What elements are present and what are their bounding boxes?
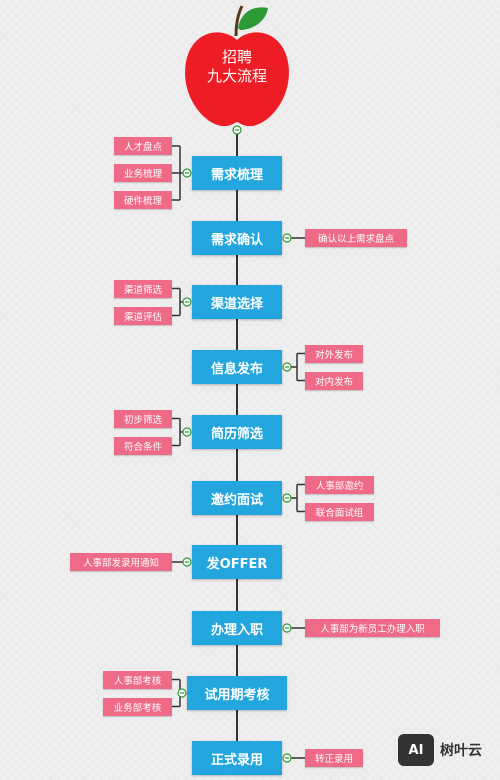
apple-stem bbox=[234, 5, 244, 37]
collapse-toggle[interactable] bbox=[282, 362, 292, 372]
diagram-title: 招聘 九大流程 bbox=[185, 48, 289, 86]
apple-shape bbox=[185, 5, 289, 127]
collapse-toggle[interactable] bbox=[282, 233, 292, 243]
step-node[interactable]: 试用期考核 bbox=[187, 676, 287, 710]
step-node[interactable]: 发OFFER bbox=[192, 545, 282, 579]
title-line-1: 招聘 bbox=[221, 48, 252, 66]
step-node[interactable]: 需求确认 bbox=[192, 221, 282, 255]
step-node[interactable]: 正式录用 bbox=[192, 741, 282, 775]
sub-item-tag[interactable]: 对内发布 bbox=[305, 371, 363, 390]
collapse-toggle[interactable] bbox=[182, 427, 192, 437]
sub-item-tag[interactable]: 确认以上需求盘点 bbox=[305, 229, 407, 247]
sub-item-tag[interactable]: 人事部邀约 bbox=[305, 475, 374, 494]
sub-item-tag[interactable]: 人事部考核 bbox=[103, 670, 172, 689]
sub-item-tag[interactable]: 联合面试组 bbox=[305, 502, 374, 521]
sub-item-tag[interactable]: 转正录用 bbox=[305, 749, 363, 767]
collapse-toggles bbox=[177, 125, 292, 763]
collapse-toggle[interactable] bbox=[282, 753, 292, 763]
collapse-toggle[interactable] bbox=[282, 493, 292, 503]
sub-item-tag[interactable]: 渠道筛选 bbox=[114, 279, 172, 298]
sub-item-tag[interactable]: 人才盘点 bbox=[114, 137, 172, 155]
collapse-toggle[interactable] bbox=[182, 557, 192, 567]
step-node[interactable]: 简历筛选 bbox=[192, 415, 282, 449]
step-node[interactable]: 信息发布 bbox=[192, 350, 282, 384]
collapse-toggle[interactable] bbox=[182, 297, 192, 307]
collapse-toggle[interactable] bbox=[182, 168, 192, 178]
sub-item-tag[interactable]: 对外发布 bbox=[305, 344, 363, 363]
step-node[interactable]: 办理入职 bbox=[192, 611, 282, 645]
logo-name: 树叶云 bbox=[440, 743, 482, 759]
branch-connectors bbox=[172, 145, 305, 759]
step-node[interactable]: 需求梳理 bbox=[192, 156, 282, 190]
collapse-toggle[interactable] bbox=[177, 688, 187, 698]
apple-body bbox=[185, 32, 289, 127]
collapse-toggle[interactable] bbox=[282, 623, 292, 633]
sub-item-tag[interactable]: 业务部考核 bbox=[103, 697, 172, 716]
apple-leaf bbox=[238, 7, 268, 30]
sub-item-tag[interactable]: 人事部为新员工办理入职 bbox=[305, 619, 440, 637]
sub-item-tag[interactable]: 人事部发录用通知 bbox=[70, 553, 172, 571]
sub-item-tag[interactable]: 业务梳理 bbox=[114, 164, 172, 182]
title-line-2: 九大流程 bbox=[206, 67, 267, 85]
step-node[interactable]: 邀约面试 bbox=[192, 481, 282, 515]
sub-item-tag[interactable]: 初步筛选 bbox=[114, 409, 172, 428]
sub-item-tag[interactable]: 符合条件 bbox=[114, 436, 172, 455]
sub-item-tag[interactable]: 硬件梳理 bbox=[114, 191, 172, 209]
collapse-toggle-root[interactable] bbox=[232, 125, 242, 135]
sub-item-tag[interactable]: 渠道评估 bbox=[114, 306, 172, 325]
logo-icon: AI bbox=[398, 734, 434, 766]
step-node[interactable]: 渠道选择 bbox=[192, 285, 282, 319]
